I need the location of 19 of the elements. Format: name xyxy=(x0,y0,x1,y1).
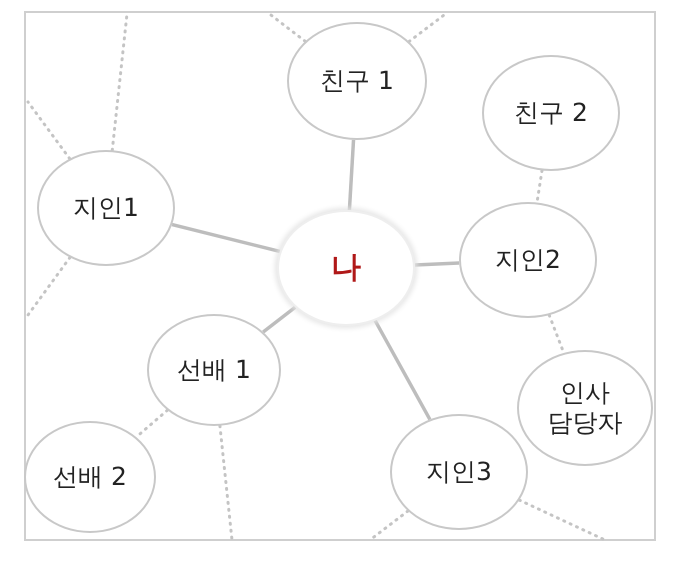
connector-line xyxy=(374,320,432,420)
dotted-connector xyxy=(110,12,128,152)
node-label: 인사 담당자 xyxy=(546,378,624,438)
node-label: 친구 2 xyxy=(514,98,588,128)
connector-line xyxy=(172,222,280,254)
connector-line xyxy=(262,306,296,334)
node-label: 지인2 xyxy=(495,245,561,275)
node-label: 선배 1 xyxy=(177,355,251,385)
node-label: 나 xyxy=(331,250,361,286)
dotted-connector xyxy=(218,424,234,542)
node-label: 친구 1 xyxy=(320,66,394,96)
node-label: 지인1 xyxy=(73,193,139,223)
connector-line xyxy=(348,140,356,210)
dotted-connector xyxy=(26,100,72,160)
node-label: 선배 2 xyxy=(53,462,127,492)
node-label: 지인3 xyxy=(426,457,492,487)
connector-line xyxy=(414,261,460,267)
dotted-connector xyxy=(518,498,606,542)
dotted-connector xyxy=(26,256,72,316)
